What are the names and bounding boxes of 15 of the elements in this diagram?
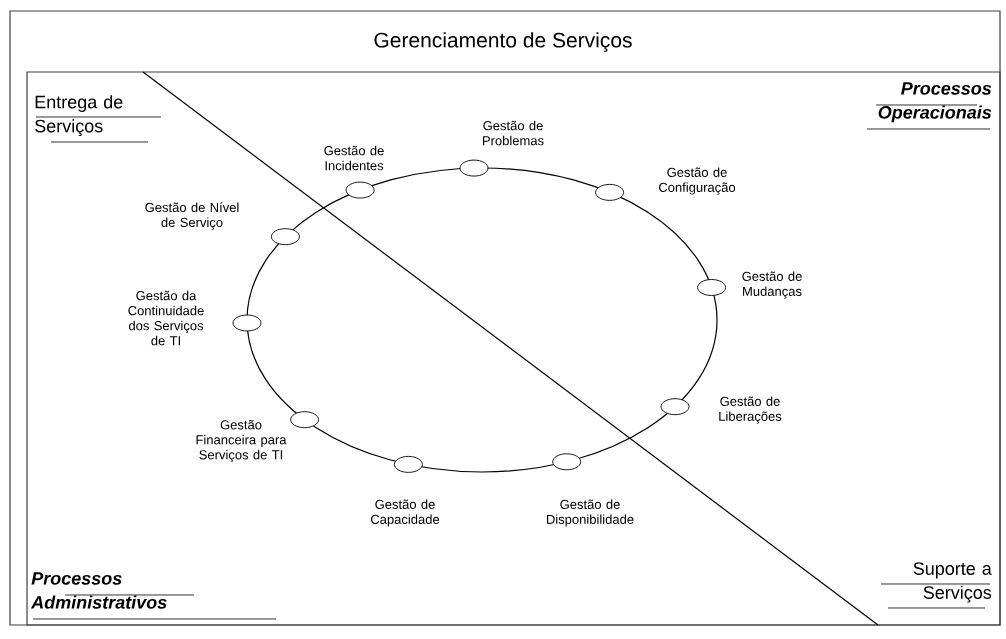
process-label: Gestão de Mudanças xyxy=(742,271,802,299)
region-label: Entrega de Serviços xyxy=(35,95,162,143)
region-label: Suporte a Serviços xyxy=(880,562,992,609)
process-label: Gestão de Capacidade xyxy=(370,499,440,527)
process-label: Gestão de Nível de Serviço xyxy=(145,202,239,230)
process-label: Gestão da Continuidade dos Serviços de TI xyxy=(128,290,204,346)
region-label: Processos Operacionais xyxy=(866,82,992,130)
process-label: Gestão de Configuração xyxy=(659,167,736,195)
title: Gerenciamento de Serviços xyxy=(374,32,632,52)
process-label: Gestão de Disponibilidade xyxy=(547,499,634,527)
process-label: Gestão de Liberações xyxy=(719,396,782,424)
process-label: Gestão de Incidentes xyxy=(324,145,384,171)
process-label: Gestão de Problemas xyxy=(483,120,544,146)
process-label: Gestão Financeira para Serviços de TI xyxy=(196,419,287,463)
region-label: Processos Administrativos xyxy=(30,572,277,620)
